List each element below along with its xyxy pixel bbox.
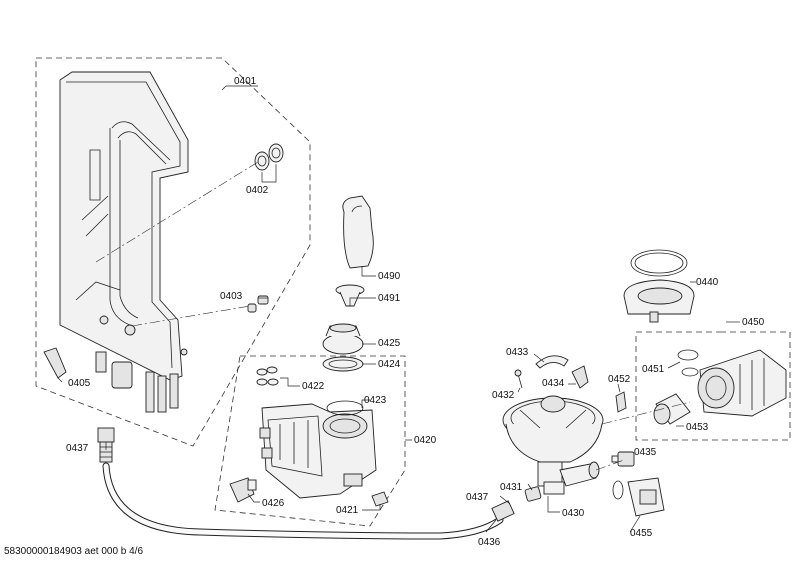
label-0453: 0453: [686, 422, 709, 433]
part-0440-heater-top: [623, 249, 695, 323]
label-0423: 0423: [364, 395, 387, 406]
label-0490: 0490: [378, 271, 401, 282]
group-0401-frame: [35, 57, 311, 447]
leader-lines: [57, 85, 740, 533]
label-0491: 0491: [378, 293, 401, 304]
group-0420-frame: [214, 355, 406, 527]
label-0405: 0405: [68, 378, 91, 389]
label-0401: 0401: [234, 76, 257, 87]
label-0420: 0420: [414, 435, 437, 446]
label-0426: 0426: [262, 498, 285, 509]
label-0421: 0421: [336, 505, 359, 516]
part-0432-screw: [514, 369, 523, 389]
part-0405-clip: [43, 347, 67, 379]
part-0436-drain-hose: [102, 462, 515, 540]
label-0422: 0422: [302, 381, 325, 392]
part-0453-hose: [653, 393, 691, 425]
part-0452-clip: [615, 391, 627, 413]
label-0424: 0424: [378, 359, 401, 370]
label-0402: 0402: [246, 185, 269, 196]
part-0455-sensor-ring: [612, 477, 665, 517]
label-0430: 0430: [562, 508, 585, 519]
part-0450-pump: [697, 349, 787, 417]
part-0403-screws: [247, 295, 269, 313]
part-0426-valve: [229, 477, 257, 503]
label-0403: 0403: [220, 291, 243, 302]
label-0433: 0433: [506, 347, 529, 358]
label-0431: 0431: [500, 482, 523, 493]
label-0452: 0452: [608, 374, 631, 385]
drawing-reference-footer: 58300000184903 aet 000 b 4/6: [4, 546, 144, 557]
part-0433-arc: [535, 355, 569, 369]
part-0421-clip: [371, 491, 389, 507]
label-0436: 0436: [478, 537, 501, 548]
part-0434-clip: [571, 365, 589, 389]
part-0425-lid: [322, 323, 364, 355]
label-0425: 0425: [378, 338, 401, 349]
label-0435: 0435: [634, 447, 657, 458]
part-0490-funnel: [342, 195, 374, 269]
label-0437-right: 0437: [466, 492, 489, 503]
part-0435-sensor: [611, 451, 635, 467]
label-0437-left: 0437: [66, 443, 89, 454]
part-0437-left-fitting: [97, 427, 115, 463]
part-side-panel: [59, 71, 189, 413]
label-0440: 0440: [696, 277, 719, 288]
label-0451: 0451: [642, 364, 665, 375]
part-0402-seals: [254, 143, 284, 171]
label-0432: 0432: [492, 390, 515, 401]
part-0424-ring: [322, 356, 364, 372]
part-0451-clamp: [677, 349, 699, 377]
part-0430-sump: [502, 395, 604, 495]
part-0431-connector: [524, 486, 542, 502]
label-0455: 0455: [630, 528, 653, 539]
label-0450: 0450: [742, 317, 765, 328]
part-0422-small-parts: [256, 366, 279, 386]
group-0450-frame: [635, 331, 791, 441]
part-0420-softener-body: [259, 400, 377, 499]
label-0434: 0434: [542, 378, 565, 389]
